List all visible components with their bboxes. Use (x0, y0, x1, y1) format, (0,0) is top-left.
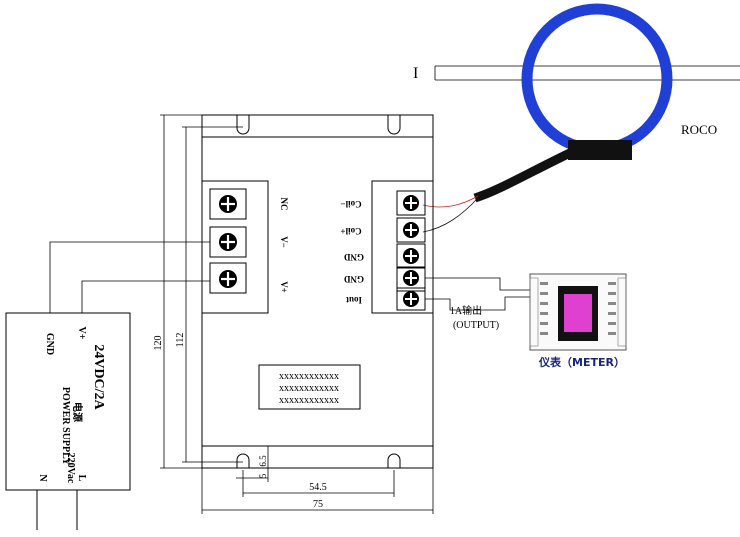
screw-terminal-icon (403, 270, 419, 286)
dim-height-outer: 120 (153, 336, 164, 351)
psu-input: 220Vac (65, 453, 76, 484)
mounting-slot (387, 453, 401, 468)
chip-text-line: xxxxxxxxxxxx (279, 395, 339, 406)
chip-text-line: xxxxxxxxxxxx (279, 371, 339, 382)
screw-terminal-icon (219, 233, 237, 251)
output-label-en: (OUTPUT) (453, 320, 499, 331)
meter-screen (564, 294, 592, 332)
dim-slot-offset: 5 (258, 473, 268, 478)
screw-terminal-icon (403, 291, 419, 307)
terminal-label-vminus: V− (279, 236, 289, 248)
rogowski-coil: I ROCO (413, 3, 740, 233)
screw-terminal-icon (403, 195, 419, 211)
current-label: I (413, 65, 418, 82)
coil-ring (521, 3, 673, 155)
terminal-label-gnd: GND (344, 274, 365, 284)
right-terminal-block (371, 180, 434, 314)
output-wires (425, 277, 530, 311)
screw-terminal-icon (219, 195, 237, 213)
mounting-slot (236, 115, 250, 135)
mounting-slot (387, 115, 401, 135)
coil-label: ROCO (681, 122, 717, 137)
psu-rating: 24VDC/2A (91, 344, 106, 410)
psu-name-cn: 电源 (71, 402, 84, 422)
dim-width-outer: 75 (313, 499, 323, 510)
psu-n-label: N (37, 474, 48, 482)
screw-terminal-icon (403, 248, 419, 264)
dim-slot-width: 6.5 (258, 455, 268, 467)
terminal-label-nc: NC (279, 198, 289, 211)
coil-wire-black (422, 197, 479, 233)
mounting-slot (236, 453, 250, 468)
psu-l-label: L (76, 475, 87, 482)
psu-vplus-label: V+ (76, 327, 87, 340)
meter-label: 仪表（METER） (538, 355, 625, 369)
left-terminal-block (201, 180, 269, 314)
terminal-label-coil-plus: Coil+ (340, 226, 361, 236)
power-supply: GND V+ 24VDC/2A POWER SUPPLY 电源 220Vac N… (5, 312, 131, 530)
sensor-cable (473, 147, 574, 203)
coil-wire-red (422, 195, 479, 208)
terminal-label-iout: Iout (346, 295, 362, 305)
dimension-lines: 120 112 75 54.5 6.5 5 (153, 114, 434, 514)
terminal-label-vplus: V+ (279, 281, 289, 293)
chip-text-line: xxxxxxxxxxxx (279, 383, 339, 394)
meter: 仪表（METER） (529, 273, 627, 369)
terminal-label-gnd: GND (344, 252, 365, 262)
power-supply-box (5, 312, 131, 491)
psu-name-en: POWER SUPPLY (60, 387, 71, 466)
chip-label-box (258, 364, 361, 410)
power-wires (49, 241, 210, 313)
screw-terminal-icon (219, 270, 237, 288)
transmitter-module: NC V− V+ Coil− Coil+ GND GND Iout xxxxxx… (201, 114, 434, 469)
psu-gnd-label: GND (44, 333, 55, 355)
output-label-cn: 1A输出 (450, 304, 482, 317)
dim-hole-spacing: 54.5 (309, 482, 327, 493)
screw-terminal-icon (403, 222, 419, 238)
terminal-label-coil-minus: Coil− (340, 199, 361, 209)
dim-height-inner: 112 (175, 333, 186, 348)
coil-connector (568, 140, 632, 160)
